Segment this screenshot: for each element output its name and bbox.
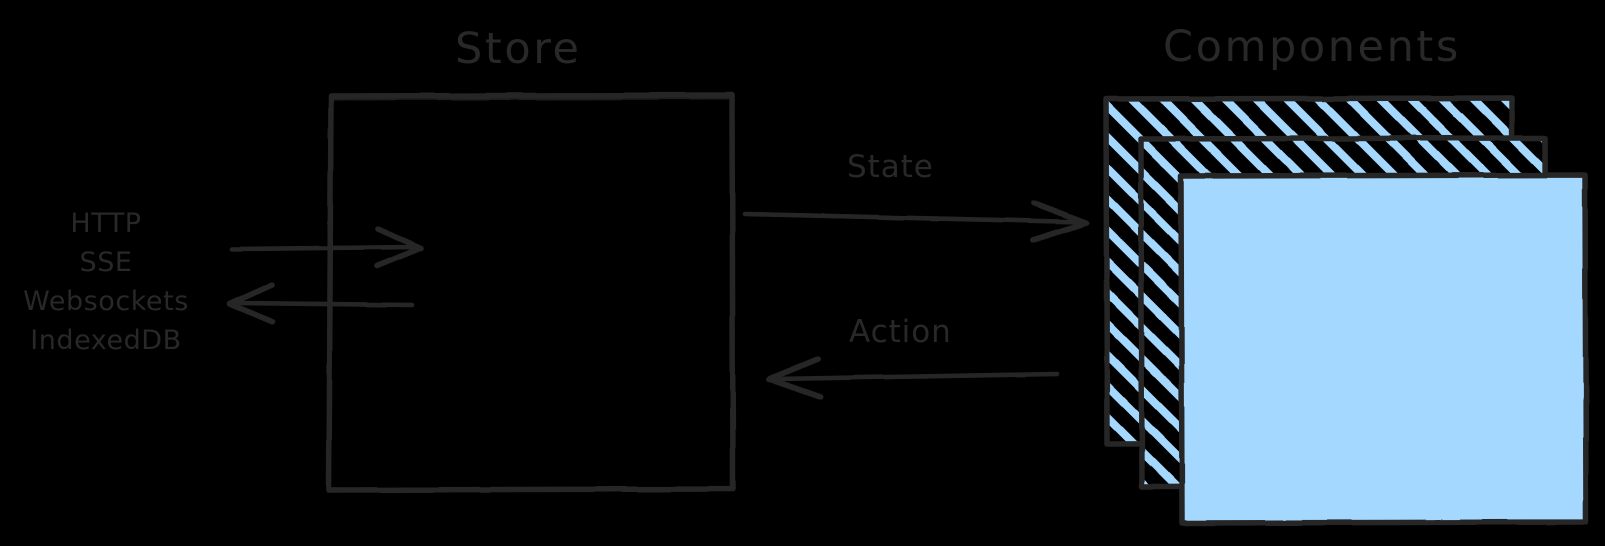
action-flow-label: Action — [849, 314, 952, 350]
store-box — [326, 92, 736, 493]
component-layer-front — [1178, 172, 1589, 526]
protocol-label-websockets: Websockets — [23, 286, 189, 317]
action-arrow — [766, 356, 1060, 400]
protocol-label-http: HTTP — [70, 208, 142, 239]
protocol-label-sse: SSE — [79, 247, 133, 278]
state-arrow — [742, 200, 1090, 243]
protocol-label-indexeddb: IndexedDB — [30, 325, 182, 356]
store-title: Store — [455, 24, 582, 74]
inbound-arrow — [229, 226, 424, 269]
outbound-arrow — [227, 282, 415, 325]
state-flow-label: State — [847, 149, 934, 185]
components-title: Components — [1163, 22, 1461, 72]
